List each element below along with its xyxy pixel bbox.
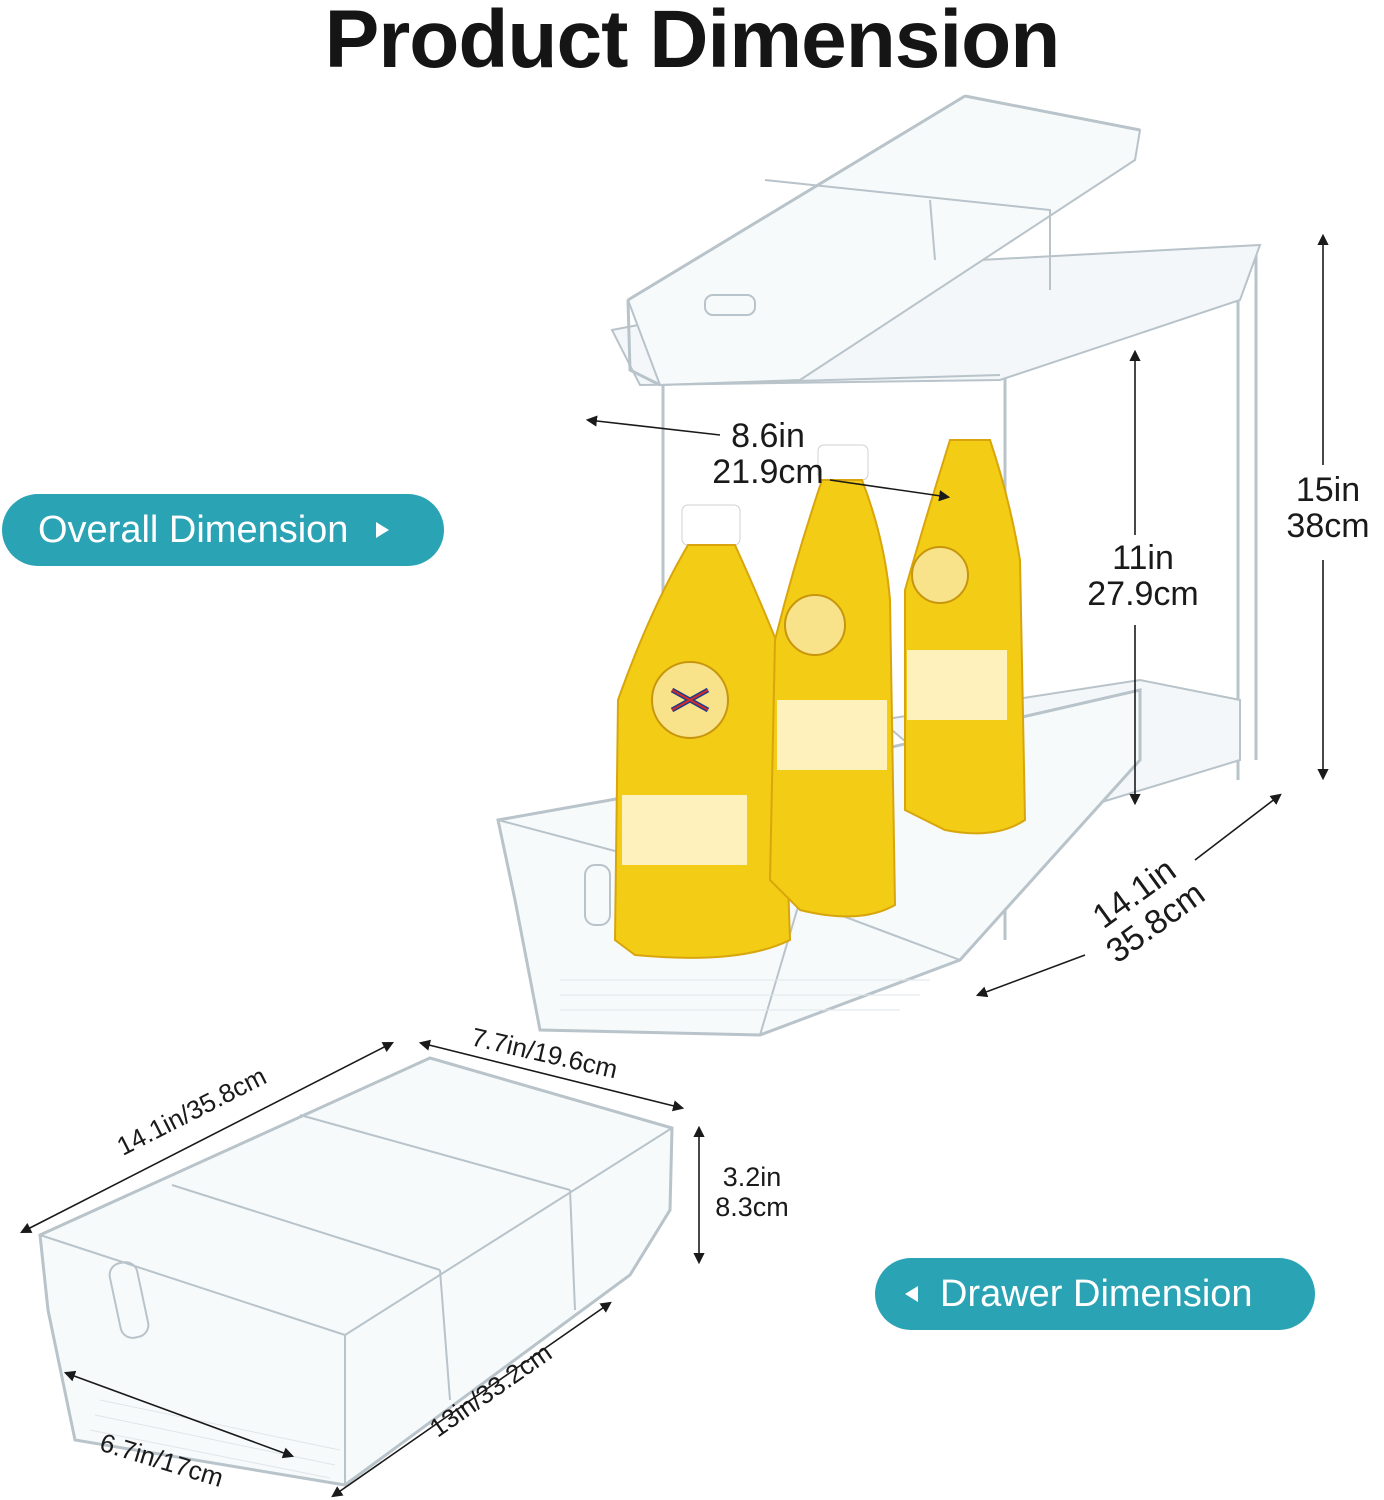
inner-height-in: 11in xyxy=(1112,539,1174,577)
triangle-right-icon xyxy=(376,522,390,538)
total-height-cm: 38cm xyxy=(1286,507,1370,545)
page-title: Product Dimension xyxy=(324,0,1061,85)
drawer-dimension-lines xyxy=(20,1039,705,1498)
overall-dimension-label: Overall Dimension xyxy=(2,494,444,566)
drawer-height-label: 3.2in 8.3cm xyxy=(702,1162,802,1222)
drawer-dimension-text: Drawer Dimension xyxy=(940,1272,1253,1315)
overall-width-cm: 21.9cm xyxy=(712,453,824,491)
total-height-label: 15in 38cm xyxy=(1272,472,1384,544)
bottle-back xyxy=(904,439,1027,835)
drawer-height-cm: 8.3cm xyxy=(715,1192,789,1222)
triangle-left-icon xyxy=(905,1286,918,1302)
total-height-in: 15in xyxy=(1295,471,1361,509)
overall-dimension-text: Overall Dimension xyxy=(38,508,349,551)
cleaner-bottles xyxy=(613,439,1027,959)
drawer-height-in: 3.2in xyxy=(722,1162,782,1192)
overall-dimension-lines xyxy=(585,233,1329,998)
bottle-front xyxy=(613,504,792,959)
inner-height-label: 11in 27.9cm xyxy=(1068,540,1218,612)
overall-width-label: 8.6in 21.9cm xyxy=(668,418,868,490)
drawer-dimension-label: Drawer Dimension xyxy=(875,1258,1315,1330)
inner-height-cm: 27.9cm xyxy=(1087,575,1199,613)
overall-width-in: 8.6in xyxy=(731,417,805,455)
bottle-middle xyxy=(768,444,897,918)
